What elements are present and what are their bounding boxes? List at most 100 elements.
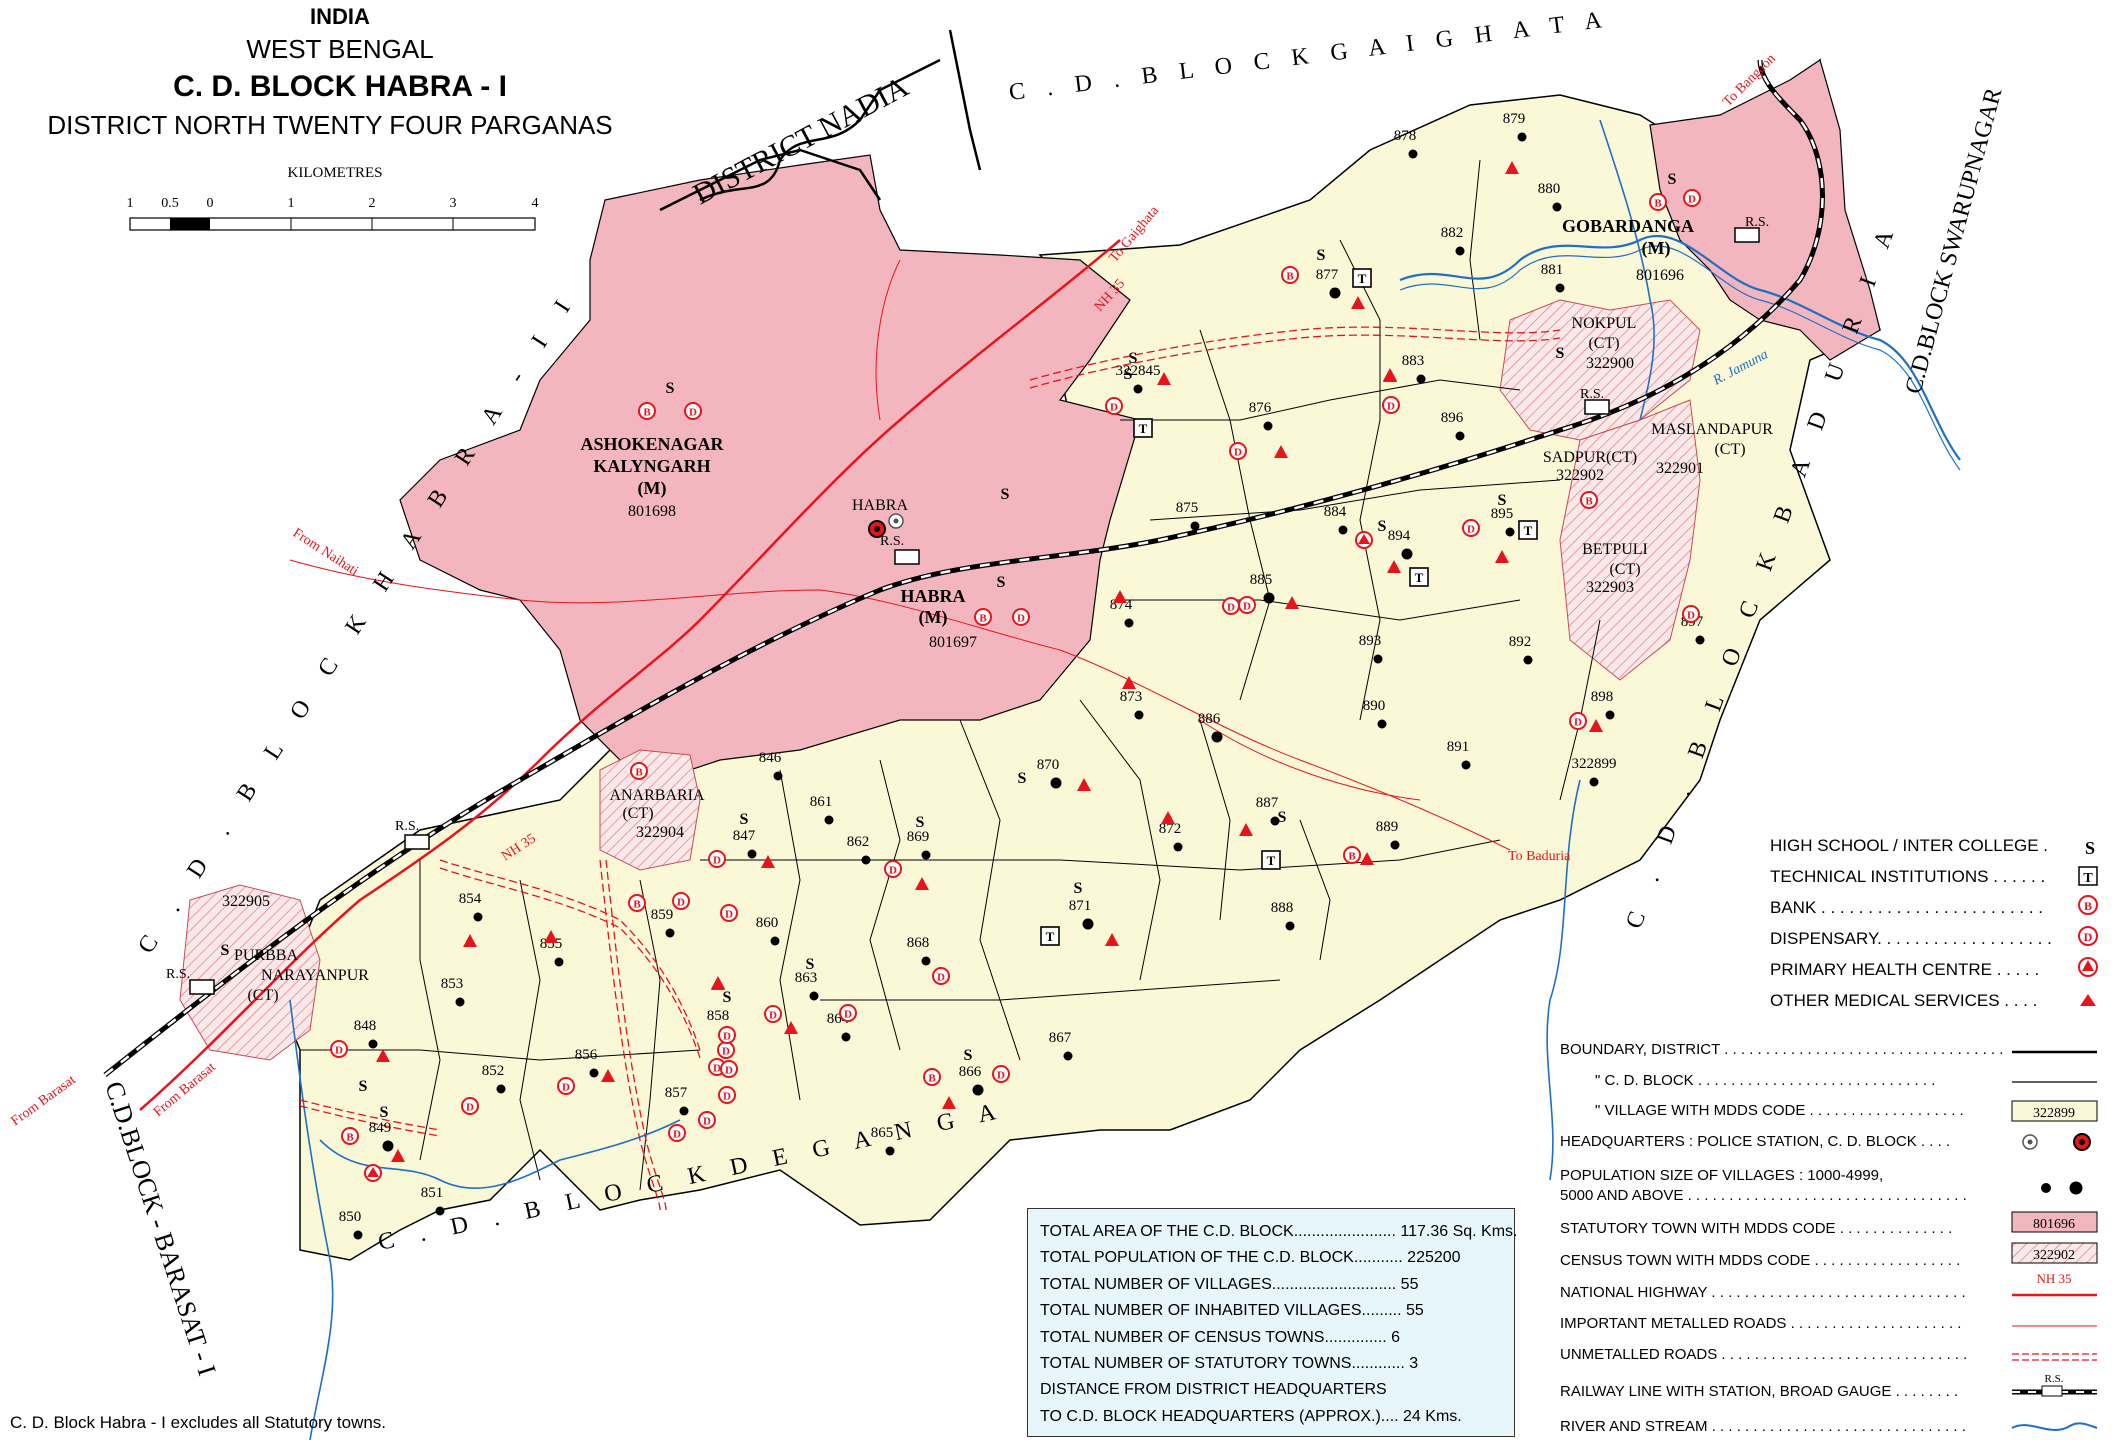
bank-symbol [628,894,646,912]
legend-dispensary: DISPENSARY. . . . . . . . . . . . . . . … [1770,929,2052,948]
town-habra-name: HABRA [900,586,965,606]
village-898: 898 [1591,689,1615,720]
svg-text:NARAYANPUR: NARAYANPUR [261,967,369,984]
headquarters-marker: HABRA [852,497,908,538]
medical-symbol [391,1149,405,1162]
village-label: 875 [1176,500,1199,516]
village-label: 848 [354,1018,377,1034]
school-symbol: S [221,942,230,959]
svg-text:D: D [703,1116,711,1128]
village-dot [1517,132,1527,142]
village-label: 862 [847,834,870,850]
village-848: 848 [354,1018,378,1049]
facility-symbols: SSSSSSSSSSSSSSSSSSSSSTTTTTTBBBBBBBBBBDDD… [221,161,1701,1182]
school-symbol: S [1317,247,1326,264]
stat-distance-1: DISTANCE FROM DISTRICT HEADQUARTERS [1040,1381,1387,1399]
legend-phc: PRIMARY HEALTH CENTRE . . . . . [1770,960,2040,979]
svg-text:1: 1 [127,196,134,211]
village-dot [1133,384,1143,394]
village-dot [1416,374,1426,384]
svg-text:(CT): (CT) [1609,561,1640,578]
medical-symbol [1495,550,1509,563]
river-west [289,999,334,1440]
village-871: 871 [1069,898,1094,930]
svg-text:B: B [2084,899,2092,913]
village-dot [1173,842,1183,852]
village-851: 851 [421,1185,445,1216]
svg-text:801696: 801696 [2033,1217,2075,1232]
svg-text:0.5: 0.5 [161,196,179,211]
village-883: 883 [1402,353,1426,384]
village-label: 857 [665,1085,688,1101]
village-label: 881 [1541,262,1564,278]
ct-nokpul-area [1499,299,1701,441]
village-dot [773,771,783,781]
technical-symbol [1352,268,1372,288]
svg-text:C . D . B L O C K G A I G H: C . D . B L O C K G A I G H A T A [1008,6,1612,106]
village-label: 871 [1069,898,1092,914]
village-880: 880 [1538,181,1562,212]
svg-text:B: B [1585,496,1593,508]
medical-symbol [1383,369,1397,382]
svg-text:D: D [673,1129,681,1141]
village-dot [435,1206,445,1216]
dispensary-symbol [557,1077,575,1095]
svg-text:B: B [633,899,641,911]
village-322845: 322845 [1116,363,1161,394]
svg-text:D: D [466,1102,474,1114]
svg-text:D: D [713,855,721,867]
village-876: 876 [1249,400,1273,431]
school-symbol: S [1074,880,1083,897]
dispensary-symbol [1012,608,1030,626]
medical-symbol [1157,372,1171,385]
svg-text:D: D [677,897,685,909]
svg-text:B: B [635,767,643,779]
stat-population: TOTAL POPULATION OF THE C.D. BLOCK......… [1040,1249,1461,1267]
village-label: 884 [1324,504,1347,520]
railway-line [103,59,1825,1077]
svg-text:D: D [722,1046,730,1058]
village-label: 854 [459,891,482,907]
legend-population-2: 5000 AND ABOVE . . . . . . . . . . . . .… [1560,1187,1967,1204]
dispensary-symbol [1569,712,1587,730]
village-875: 875 [1176,500,1200,531]
dispensary-symbol [668,1124,686,1142]
svg-text:T: T [1267,853,1276,868]
medical-symbol [1505,161,1519,174]
river-jamuna-bank [1399,245,1961,471]
svg-text:D: D [1017,613,1025,625]
svg-text:B: B [979,613,987,625]
legend-national-highway: NATIONAL HIGHWAY . . . . . . . . . . . .… [1560,1284,1966,1301]
svg-text:D: D [689,407,697,419]
svg-text:(M): (M) [919,607,948,628]
village-dot [353,1230,363,1240]
medical-symbol [1239,823,1253,836]
svg-text:D: D [997,1070,1005,1082]
legend-medical: OTHER MEDICAL SERVICES . . . . [1770,991,2038,1010]
medical-symbol [1360,852,1374,865]
village-label: 322845 [1116,363,1161,379]
svg-text:MASLANDAPUR: MASLANDAPUR [1651,421,1773,438]
school-symbol: S [740,811,749,828]
village-dot [1134,710,1144,720]
village-885: 885 [1250,572,1275,604]
svg-text:KALYNGARH: KALYNGARH [593,456,710,476]
svg-text:D: D [769,1010,777,1022]
dispensary-symbol [461,1097,479,1115]
town-ashokenagar-name: ASHOKENAGAR [580,434,724,454]
village-dot [554,957,564,967]
svg-text:D: D [335,1045,343,1057]
svg-text:B: B [1286,271,1294,283]
village-label: 855 [540,936,563,952]
school-symbol: S [1129,350,1138,367]
village-label: 882 [1441,225,1464,241]
svg-text:SADPUR(CT): SADPUR(CT) [1543,449,1637,466]
school-symbol: S [1124,366,1133,383]
svg-text:B: B [346,1132,354,1144]
legend-statutory-town: STATUTORY TOWN WITH MDDS CODE . . . . . … [1560,1220,1953,1237]
bank-symbol [974,608,992,626]
svg-text:3: 3 [450,196,457,211]
village-dot [1455,431,1465,441]
dispensary-symbol [1462,519,1480,537]
title-state: WEST BENGAL [246,34,434,64]
